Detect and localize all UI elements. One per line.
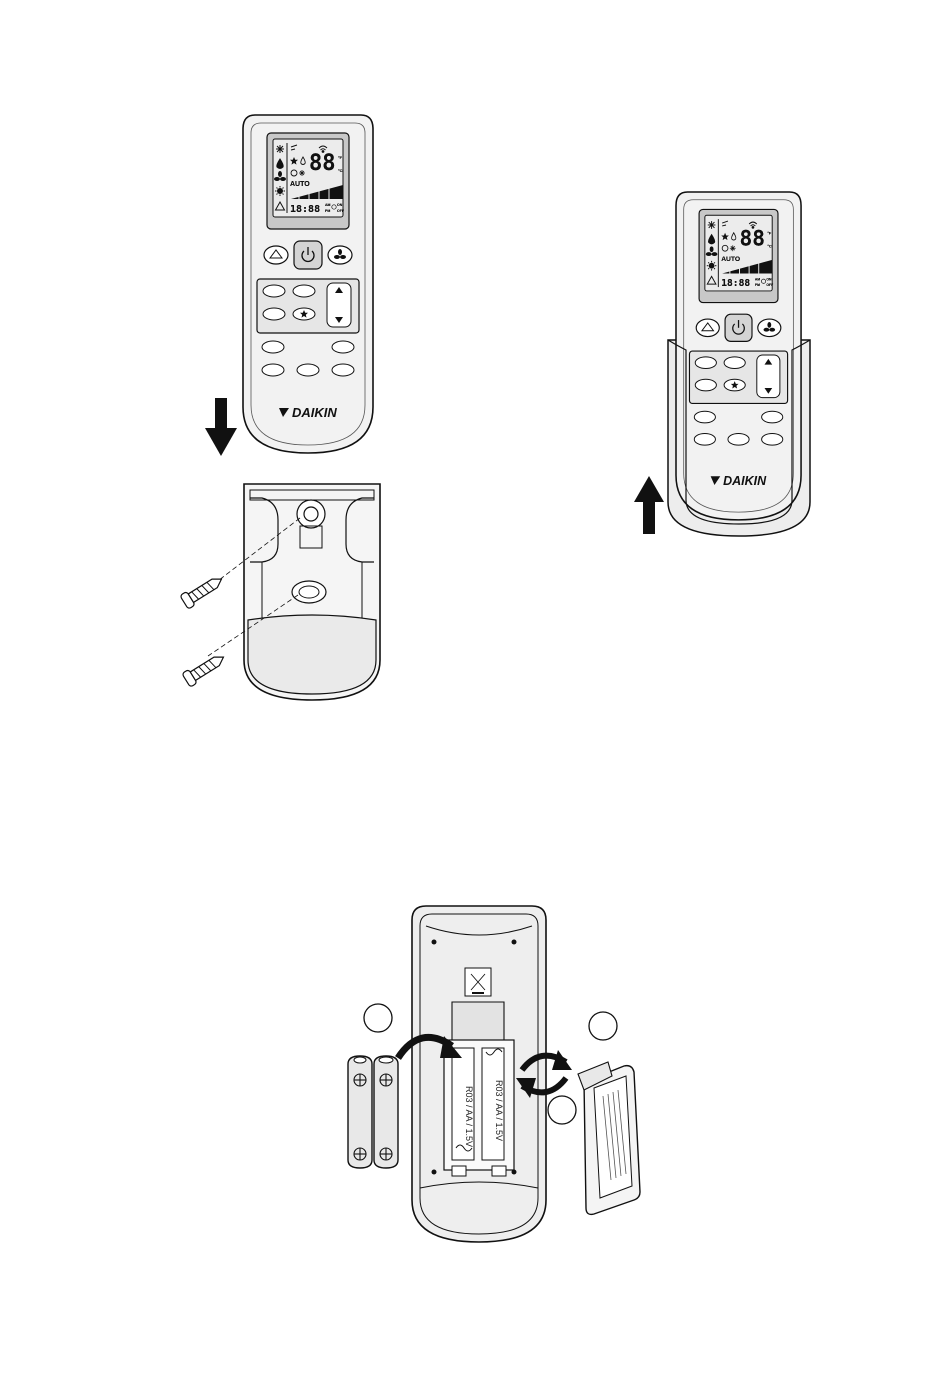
battery-cover	[578, 1062, 640, 1214]
brand-logo: DAIKIN	[292, 405, 337, 420]
lcd-on: ON	[337, 203, 343, 207]
lcd-on: ON	[766, 277, 772, 281]
lcd-unit-f: °F	[767, 232, 772, 236]
batteries	[348, 1056, 398, 1168]
arrow-up-icon	[634, 476, 664, 534]
wall-holder	[206, 484, 380, 700]
lcd-temperature-digits: 88	[739, 226, 764, 251]
step-circle	[364, 1004, 392, 1032]
lcd-pm: PM	[755, 283, 760, 287]
arrow-down-icon	[205, 398, 237, 456]
step-circle	[589, 1012, 617, 1040]
lcd-unit-c: °C	[767, 244, 772, 248]
lcd-temperature-digits: 88	[309, 151, 336, 176]
lcd-am: AM	[755, 277, 760, 281]
lcd-unit-f: °F	[338, 155, 343, 160]
lcd-unit-c: °C	[338, 168, 343, 173]
remote-in-holder: DAIKIN 88°F °C AUTO 18:88 AM PM ON OFF	[668, 192, 810, 536]
remote-front-left: DAIKIN 88°F °C AUTO 18:88 AM PM ON OFF	[243, 115, 373, 453]
step-circle	[548, 1096, 576, 1124]
screw-icon	[182, 650, 228, 687]
lcd-pm: PM	[325, 209, 330, 213]
lcd-am: AM	[325, 203, 331, 207]
lcd-mode-label: AUTO	[290, 181, 310, 188]
brand-logo-right: DAIKIN	[723, 474, 767, 488]
screw-icon	[180, 572, 226, 609]
lcd-mode-label: AUTO	[721, 256, 740, 263]
lcd-off: OFF	[766, 283, 773, 287]
lcd-off: OFF	[337, 209, 345, 213]
remote-back: R03 / AA / 1.5V R03 / AA / 1.5V	[412, 906, 546, 1242]
lcd-clock: 18:88	[290, 204, 320, 215]
lcd-clock: 18:88	[721, 278, 750, 289]
svg-text:R03 / AA / 1.5V: R03 / AA / 1.5V	[464, 1086, 474, 1147]
svg-text:R03 / AA / 1.5V: R03 / AA / 1.5V	[494, 1080, 504, 1141]
